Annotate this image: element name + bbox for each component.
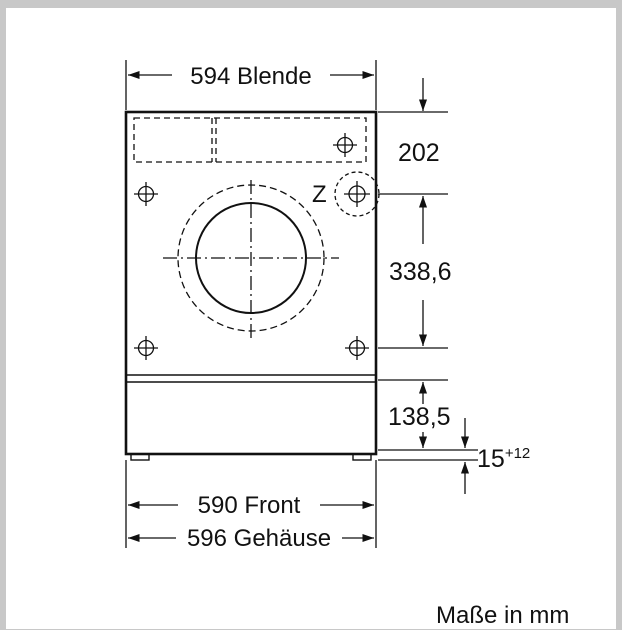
diagram-frame: 594 Blende 202 Z 338,6 138,5 15+12 590 F… [6,8,616,629]
fixing-point-top-right [333,133,357,157]
appliance-body [124,110,378,456]
label-foot-base: 15 [477,445,505,473]
label-foot-adjust: 15+12 [477,445,530,473]
appliance-dimension-diagram: 594 Blende 202 Z 338,6 138,5 15+12 590 F… [124,60,530,552]
units-note: Maße in mm [436,602,570,629]
label-connection-z: Z [312,181,327,208]
control-panel-outline [133,117,367,163]
connection-point-z [334,171,380,217]
label-plinth-height: 138,5 [388,403,451,431]
label-top-offset: 202 [398,139,440,167]
label-blende-width: 594 Blende [190,63,311,90]
door-porthole [163,180,339,338]
label-front-width: 590 Front [198,492,301,519]
fixing-point-upper-left [134,182,158,206]
fixing-point-lower-left [134,336,158,360]
appliance-feet [130,453,372,461]
dimension-front [125,460,377,548]
label-foot-superscript: +12 [505,445,530,462]
label-housing-width: 596 Gehäuse [187,525,331,552]
fixing-point-lower-right [345,336,369,360]
label-connection-height: 338,6 [389,258,452,286]
dimension-extension-lines [378,111,478,461]
dimension-blende [125,60,377,110]
